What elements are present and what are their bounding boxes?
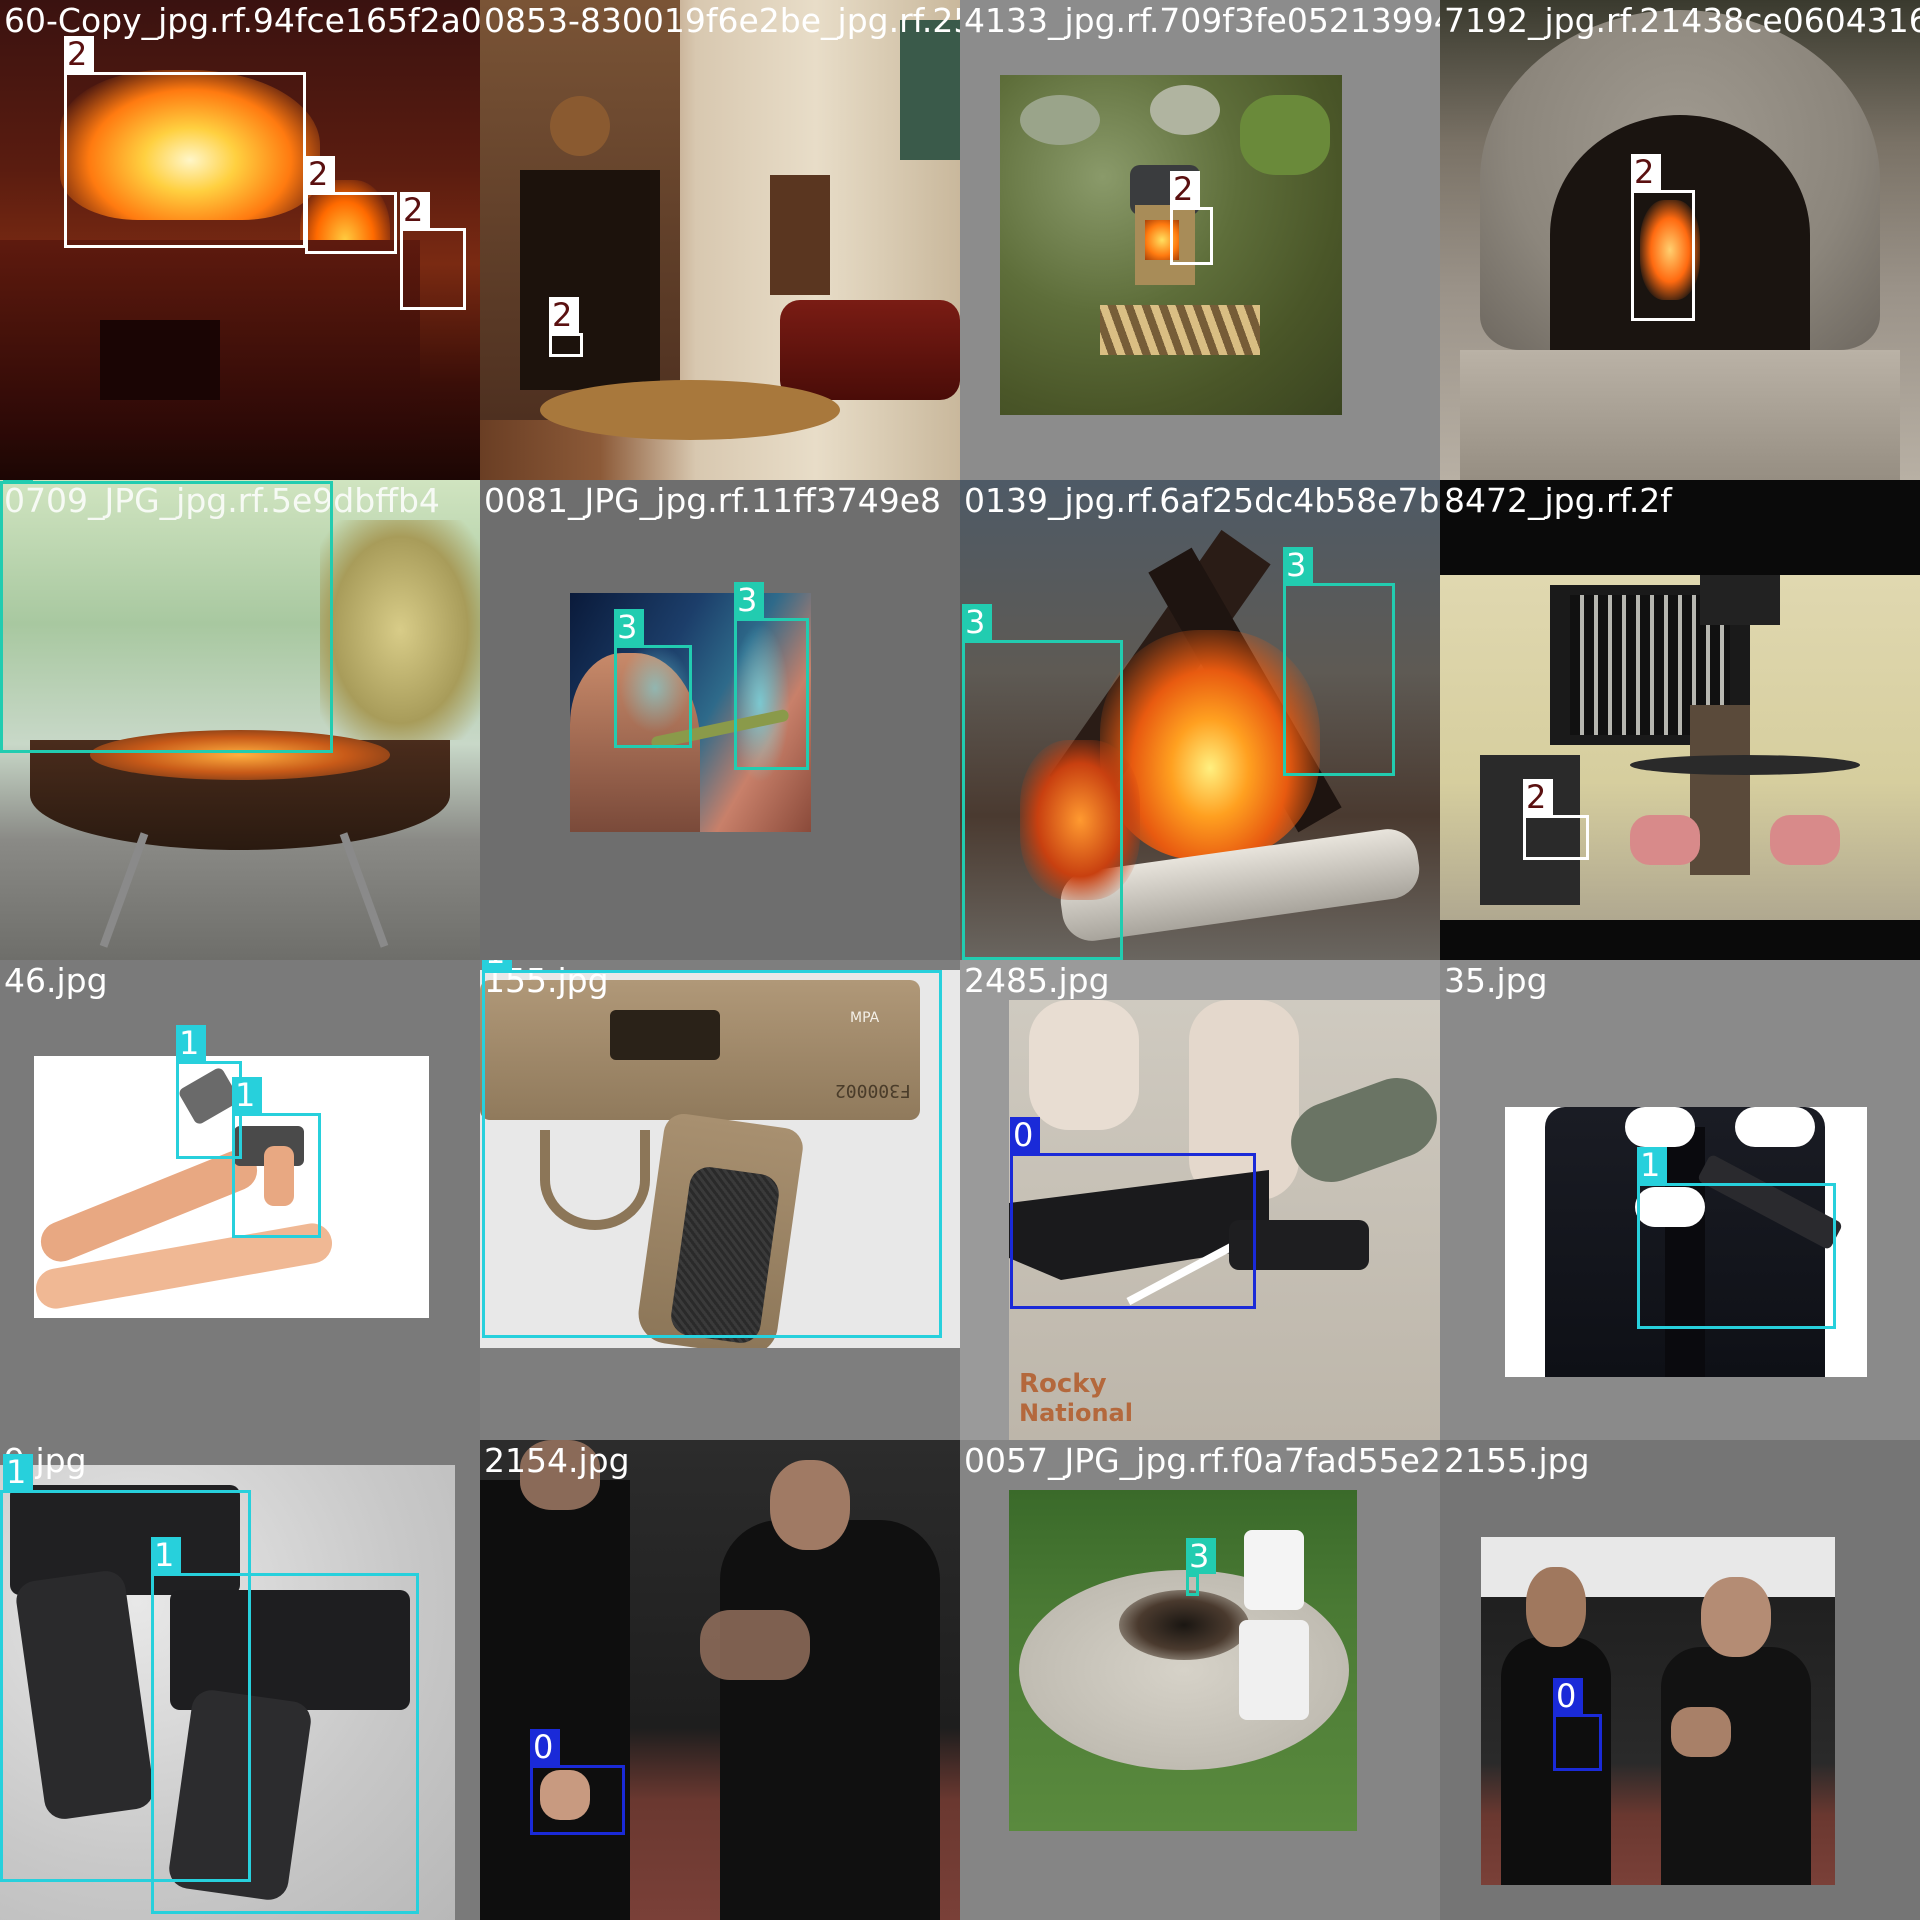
- bbox-class-3: 3: [734, 582, 809, 770]
- bbox-class-2: 2: [1523, 779, 1589, 860]
- photo-backyard-pit: [1009, 1490, 1357, 1831]
- bbox-class-2: 2: [64, 36, 306, 248]
- photo-knife-demo: [480, 1440, 960, 1920]
- bbox-class-1: 1: [151, 1537, 419, 1914]
- tile-filename: 60-Copy_jpg.rf.94fce165f2a0: [4, 1, 480, 40]
- class-label: 3: [614, 609, 644, 645]
- bbox-class-1: 1: [0, 1454, 251, 1882]
- class-label: 3: [1186, 1538, 1216, 1574]
- bbox-class-2: 2: [305, 156, 397, 254]
- bbox-class-3: 3: [0, 480, 333, 753]
- bbox-class-3: 3: [1186, 1538, 1216, 1596]
- tile-filename: 46.jpg: [4, 961, 108, 1000]
- tile-9: F300002 MPA 155.jpg 1: [480, 960, 960, 1440]
- watermark-national: National: [1019, 1399, 1133, 1427]
- photo-hands-guns: [34, 1056, 429, 1318]
- tile-12: 9.jpg 1 1: [0, 1440, 480, 1920]
- class-label: 2: [1523, 779, 1553, 815]
- photo-pizza-oven: [1440, 0, 1920, 480]
- photo-hidden-gun: [1505, 1107, 1867, 1377]
- class-label: 2: [305, 156, 335, 192]
- bbox-class-1: 1: [1637, 1147, 1836, 1329]
- tile-6: 0139_jpg.rf.6af25dc4b58e7b8 3 3: [960, 480, 1440, 960]
- tile-14: 0057_JPG_jpg.rf.f0a7fad55e21d6 3: [960, 1440, 1440, 1920]
- class-label: 1: [3, 1454, 33, 1490]
- tile-filename: 0853-830019f6e2be_jpg.rf.25: [484, 1, 960, 40]
- tile-10: Rocky National 2485.jpg 0: [960, 960, 1440, 1440]
- bbox-class-3: 3: [962, 604, 1123, 960]
- class-label: 3: [734, 582, 764, 618]
- tile-4: 0709_JPG_jpg.rf.5e9dbffb4 3: [0, 480, 480, 960]
- class-label: 3: [962, 604, 992, 640]
- photo-dining-room: [1440, 575, 1920, 920]
- tile-filename: 0139_jpg.rf.6af25dc4b58e7b8: [964, 481, 1440, 520]
- class-label: 2: [1631, 154, 1661, 190]
- watermark-rocky: Rocky: [1019, 1369, 1107, 1399]
- tile-5: 0081_JPG_jpg.rf.11ff3749e8 3 3: [480, 480, 960, 960]
- gun-logo: MPA: [850, 1010, 880, 1026]
- tile-filename: 7192_jpg.rf.21438ce0604316: [1444, 1, 1920, 40]
- tile-15: 2155.jpg 0: [1440, 1440, 1920, 1920]
- tile-8: 46.jpg 1 1: [0, 960, 480, 1440]
- tile-0: 60-Copy_jpg.rf.94fce165f2a0 2 2 2: [0, 0, 480, 480]
- class-label: 1: [176, 1025, 206, 1061]
- photo-knife: Rocky National: [1009, 1000, 1440, 1440]
- bbox-class-0: 0: [1010, 1117, 1256, 1309]
- class-label: 1: [482, 960, 512, 970]
- bbox-class-0: 0: [1553, 1678, 1602, 1771]
- class-label: 1: [151, 1537, 181, 1573]
- photo-smoking: [570, 593, 811, 832]
- tile-filename: 0709_JPG_jpg.rf.5e9dbffb4: [4, 481, 440, 520]
- tile-1: 0853-830019f6e2be_jpg.rf.25 2: [480, 0, 960, 480]
- photo-campfire: [960, 480, 1440, 960]
- class-label: 2: [1170, 171, 1200, 207]
- bbox-class-1: 1: [482, 960, 942, 1338]
- class-label: 0: [1010, 1117, 1040, 1153]
- tile-filename: 8472_jpg.rf.2f: [1444, 481, 1672, 520]
- bbox-class-2: 2: [400, 192, 466, 310]
- bbox-class-0: 0: [530, 1729, 625, 1835]
- class-label: 2: [400, 192, 430, 228]
- class-label: 3: [3, 480, 33, 484]
- tile-filename: 0057_JPG_jpg.rf.f0a7fad55e21d6: [964, 1441, 1440, 1480]
- tile-filename: 2154.jpg: [484, 1441, 630, 1480]
- photo-tan-pistol: F300002 MPA: [480, 970, 960, 1348]
- bbox-class-2: 2: [549, 297, 583, 357]
- class-label: 1: [232, 1077, 262, 1113]
- class-label: 3: [1283, 547, 1313, 583]
- tile-filename: 2485.jpg: [964, 961, 1110, 1000]
- class-label: 0: [1553, 1678, 1583, 1714]
- tile-filename: 0081_JPG_jpg.rf.11ff3749e8: [484, 481, 942, 520]
- class-label: 2: [549, 297, 579, 333]
- photo-two-pistols: [0, 1465, 455, 1920]
- bbox-class-3: 3: [614, 609, 692, 748]
- bbox-class-2: 2: [1631, 154, 1695, 321]
- class-label: 1: [1637, 1147, 1667, 1183]
- bbox-class-3: 3: [1283, 547, 1395, 776]
- photo-fire-pit-bowl: [0, 480, 480, 960]
- tile-13: 2154.jpg 0: [480, 1440, 960, 1920]
- tile-filename: 4133_jpg.rf.709f3fe05213994dc81: [964, 1, 1440, 40]
- tile-2: 4133_jpg.rf.709f3fe05213994dc81 2: [960, 0, 1440, 480]
- tile-filename: 35.jpg: [1444, 961, 1548, 1000]
- bbox-class-2: 2: [1170, 171, 1213, 265]
- tile-11: 35.jpg 1: [1440, 960, 1920, 1440]
- photo-two-men: [1481, 1537, 1835, 1885]
- bbox-class-1: 1: [232, 1077, 321, 1238]
- tile-filename: 2155.jpg: [1444, 1441, 1590, 1480]
- photo-living-room: [480, 0, 960, 480]
- class-label: 2: [64, 36, 94, 72]
- class-label: 0: [530, 1729, 560, 1765]
- tile-7: 8472_jpg.rf.2f 2: [1440, 480, 1920, 960]
- tile-3: 7192_jpg.rf.21438ce0604316 2: [1440, 0, 1920, 480]
